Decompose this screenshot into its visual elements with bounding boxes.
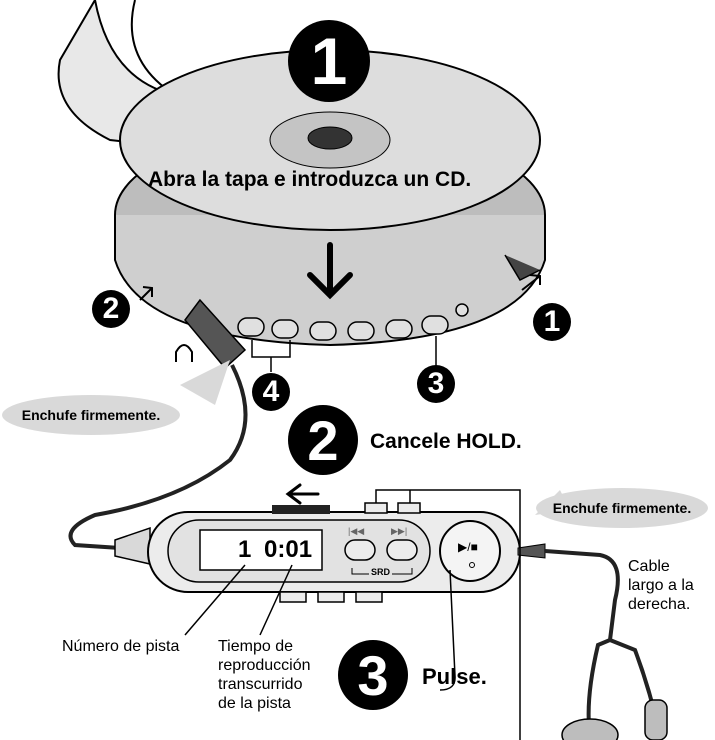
label-track-number: Número de pista [62,638,180,655]
callout-plug-firmly-left: Enchufe firmemente. [2,395,180,435]
step-2-player: 2 [92,290,130,328]
step-1-player: 1 [533,303,571,341]
callout-plug-firmly-right: Enchufe firmemente. [536,488,708,528]
prev-button-label: |◀◀ [348,526,365,536]
step-2-remote: 2 [288,405,358,475]
step-4-player: 4 [252,373,290,411]
label-elapsed-time: Tiempo de reproducción transcurrido de l… [218,638,311,712]
step-3-player: 3 [417,365,455,403]
display-track-number: 1 [238,536,252,563]
instruction-open-lid: Abra la tapa e introduzca un CD. [148,168,472,191]
headphone-icon [175,344,193,362]
arrow-down-icon [307,242,353,300]
instruction-cancel-hold: Cancele HOLD. [370,430,522,453]
callout-long-cable: Cable largo a la derecha. [628,558,694,613]
play-stop-button-label: ▶/■ [458,540,478,554]
step-3-remote: 3 [338,640,408,710]
srd-label: SRD [369,567,393,577]
remote-control [114,502,546,603]
display-elapsed-time: 0:01 [264,536,313,563]
next-button-label: ▶▶| [391,526,408,536]
instruction-press: Pulse. [422,664,487,689]
cable-player-to-remote [68,364,248,550]
player-buttons [237,303,469,341]
step-1-top: 1 [288,20,370,102]
arrow-left-icon [285,483,320,505]
